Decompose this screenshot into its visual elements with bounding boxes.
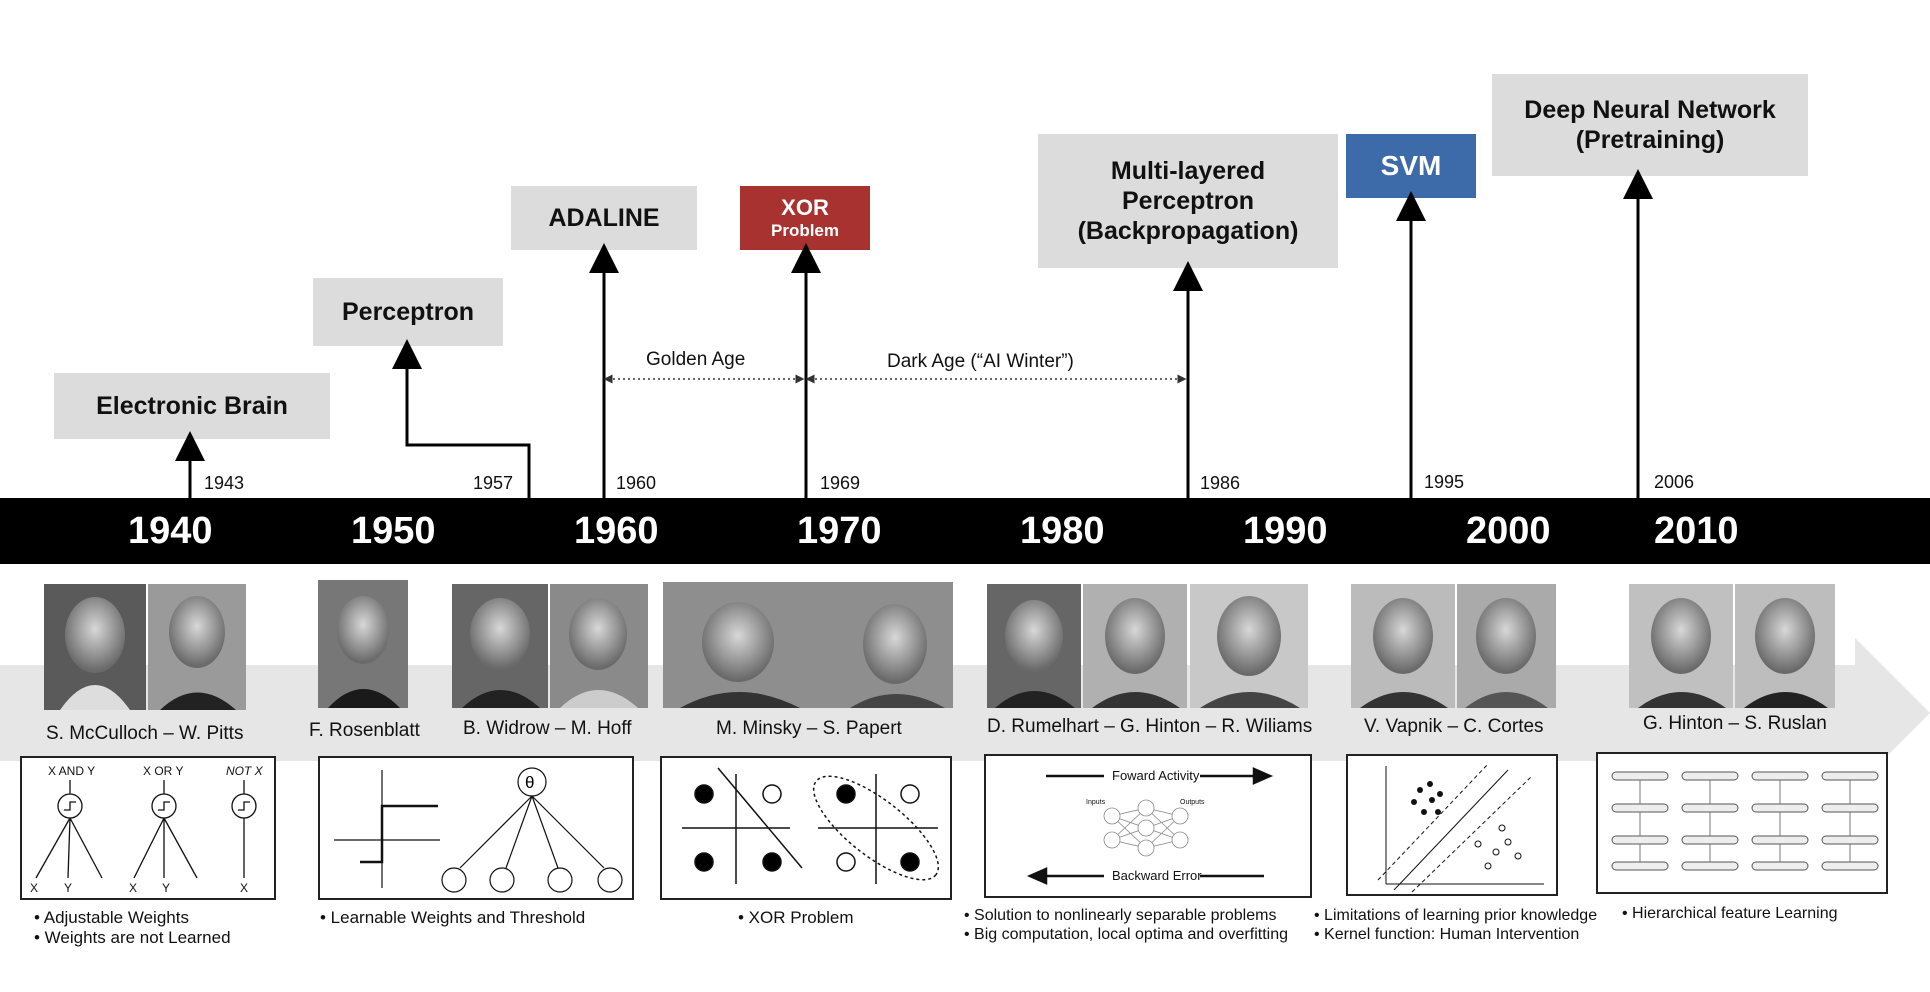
name-vapnik-cortes: V. Vapnik – C. Cortes [1364, 716, 1544, 737]
name-minsky-papert: M. Minsky – S. Papert [716, 718, 902, 739]
label-x-1: X [30, 881, 38, 895]
milestone-adaline: ADALINE [511, 186, 697, 250]
milestone-deep-neural-network: Deep Neural Network (Pretraining) [1492, 74, 1808, 176]
note-svm: • Limitations of learning prior knowledg… [1314, 907, 1598, 943]
milestone-svm: SVM [1346, 134, 1476, 198]
decade-2010: 2010 [1654, 510, 1739, 552]
label-inputs: Inputs [1086, 799, 1106, 806]
note-deep-learning: • Hierarchical feature Learning [1622, 905, 1838, 922]
decade-1990: 1990 [1243, 510, 1328, 552]
name-widrow-hoff: B. Widrow – M. Hoff [463, 718, 632, 739]
year-1969: 1969 [820, 473, 861, 493]
label-x-and-y: X AND Y [48, 764, 95, 778]
name-rumelhart-hinton-williams: D. Rumelhart – G. Hinton – R. Wiliams [987, 716, 1313, 737]
milestone-xor-problem: XOR Problem [740, 186, 870, 250]
label-x-or-y: X OR Y [143, 764, 183, 778]
note-backpropagation: • Solution to nonlinearly separable prob… [964, 907, 1288, 943]
year-1957: 1957 [473, 473, 514, 493]
decade-1980: 1980 [1020, 510, 1105, 552]
timeline-bar [0, 498, 1930, 564]
decade-1970: 1970 [797, 510, 882, 552]
label-foward-activity: Foward Activity [1112, 768, 1200, 783]
label-theta: θ [525, 773, 534, 792]
label-x-3: X [240, 881, 248, 895]
portrait-photos [44, 580, 1835, 710]
name-mcculloch-pitts: S. McCulloch – W. Pitts [46, 723, 244, 744]
label-not-x: NOT X [226, 764, 264, 778]
year-2006: 2006 [1654, 472, 1695, 492]
milestone-perceptron: Perceptron [313, 278, 503, 346]
year-1960: 1960 [616, 473, 657, 493]
decade-1940: 1940 [128, 510, 213, 552]
figure-xor-problem [660, 756, 952, 900]
name-rosenblatt: F. Rosenblatt [309, 720, 420, 741]
era-golden-age: Golden Age [646, 349, 746, 370]
figure-backpropagation: Foward Activity Backward Error Inputs Ou… [984, 754, 1312, 898]
label-backward-error: Backward Error [1112, 868, 1202, 883]
portrait-group [44, 580, 1835, 710]
era-dark-age: Dark Age (“AI Winter”) [887, 351, 1074, 372]
milestone-electronic-brain: Electronic Brain [54, 373, 330, 439]
label-x-2: X [129, 881, 137, 895]
note-logic-neurons: • Adjustable Weights• Weights are not Le… [34, 908, 231, 947]
figure-perceptron: θ [318, 756, 634, 900]
year-1986: 1986 [1200, 473, 1241, 493]
name-hinton-ruslan: G. Hinton – S. Ruslan [1643, 713, 1827, 734]
decade-2000: 2000 [1466, 510, 1551, 552]
note-perceptron: • Learnable Weights and Threshold [320, 908, 586, 927]
label-y-2: Y [162, 881, 170, 895]
year-1995: 1995 [1424, 472, 1465, 492]
label-outputs: Outputs [1180, 799, 1205, 806]
note-xor: • XOR Problem [738, 908, 854, 927]
figure-deep-pretraining [1596, 752, 1888, 894]
decade-1950: 1950 [351, 510, 436, 552]
label-y-1: Y [64, 881, 72, 895]
decade-1960: 1960 [574, 510, 659, 552]
figure-svm [1346, 754, 1558, 896]
milestone-multilayer-perceptron: Multi-layered Perceptron (Backpropagatio… [1038, 134, 1338, 268]
milestone-connectors [175, 169, 1653, 498]
figure-logic-neurons: X AND Y X OR Y NOT X X Y X Y X [20, 756, 276, 900]
year-1943: 1943 [204, 473, 245, 493]
